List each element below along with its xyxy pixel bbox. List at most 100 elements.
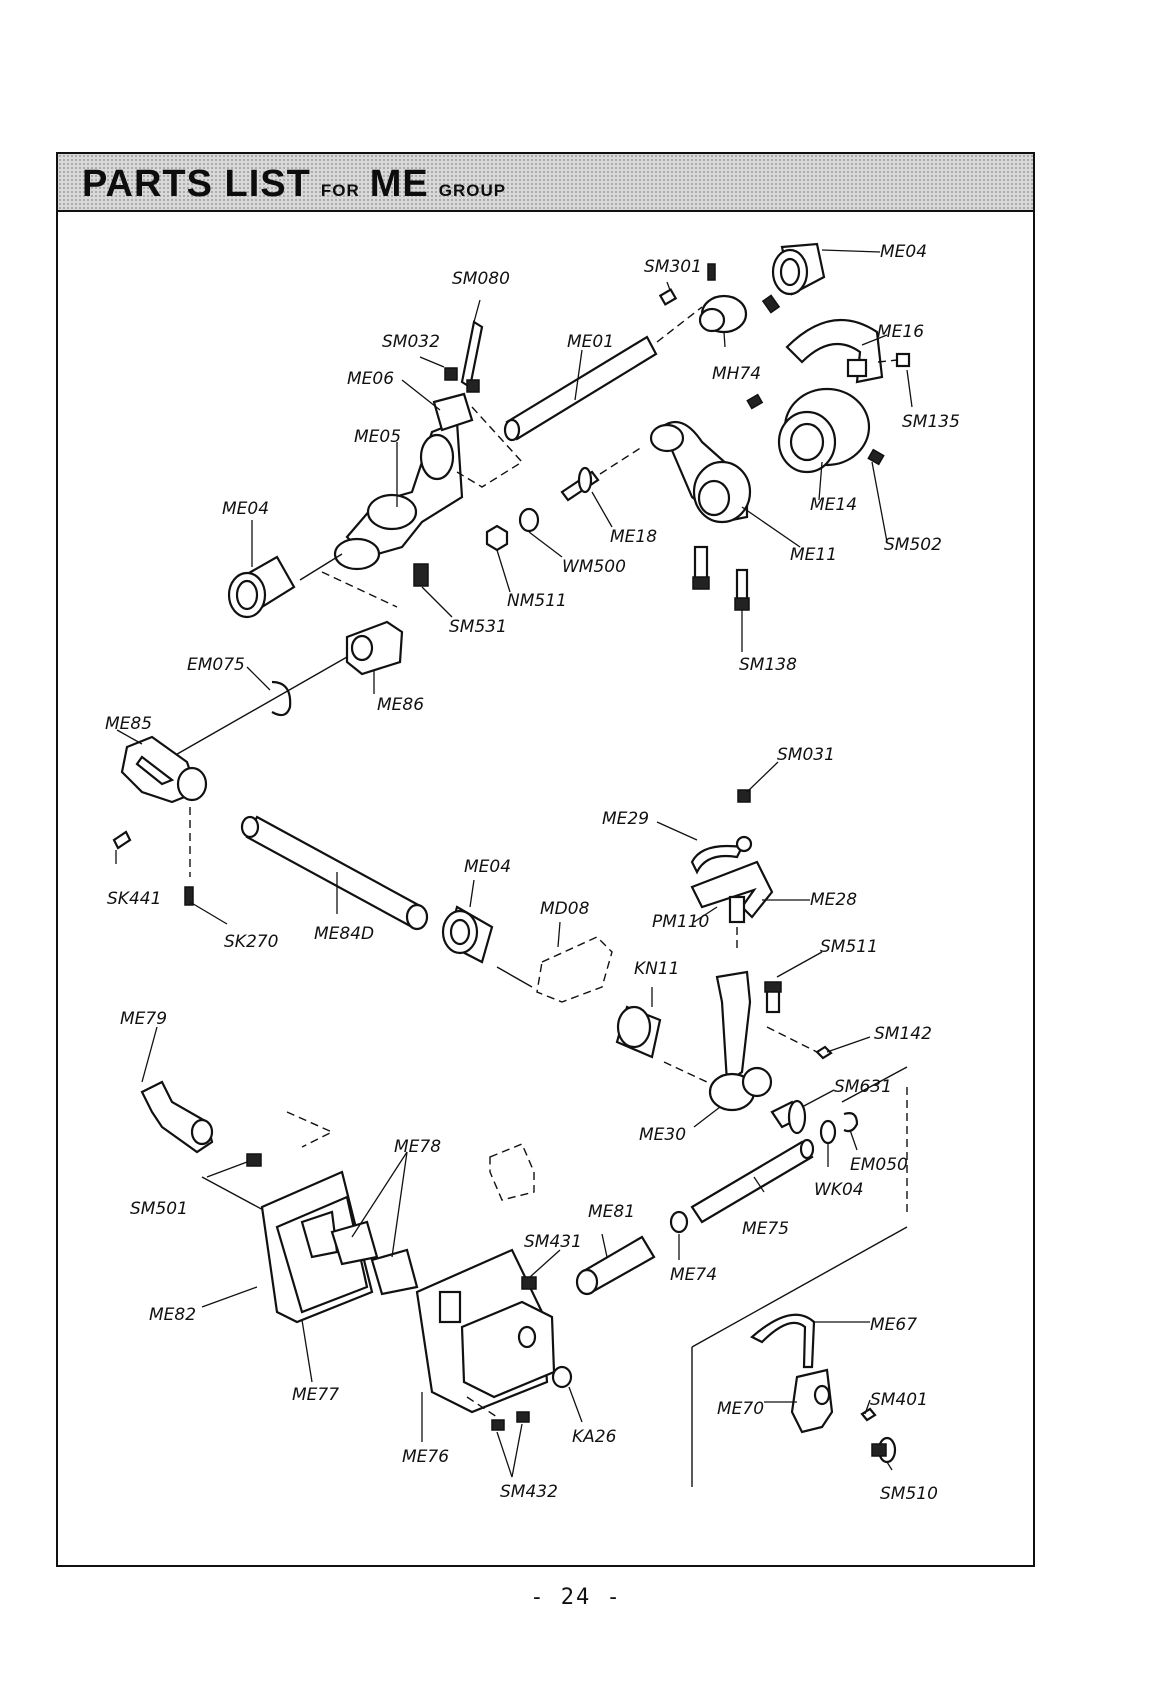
screw-sm511 — [764, 981, 782, 1014]
leader-lines — [115, 249, 913, 1478]
label-me77: ME77 — [292, 1385, 339, 1405]
shaft-me84d — [240, 815, 429, 931]
bracket-dashed — [489, 1143, 535, 1201]
screw-sm510 — [871, 1436, 897, 1464]
label-sm431: SM431 — [524, 1232, 582, 1252]
label-sm080: SM080 — [452, 269, 510, 289]
plate-me77-me82 — [260, 1170, 374, 1324]
label-sk270: SK270 — [224, 932, 278, 952]
arm-me05 — [333, 420, 464, 571]
clamp-me16 — [785, 318, 884, 384]
label-sm138: SM138 — [739, 655, 797, 675]
part-labels: SM080 SM301 ME04 SM032 ME01 ME16 ME06 MH… — [105, 242, 960, 1504]
screws-sm432 — [466, 1396, 530, 1431]
label-sm031: SM031 — [777, 745, 835, 765]
label-me04-top: ME04 — [880, 242, 927, 262]
label-me29: ME29 — [602, 809, 649, 829]
label-me78: ME78 — [394, 1137, 441, 1157]
block-me86 — [345, 620, 404, 676]
crank-me11 — [649, 420, 752, 524]
screw-sm631 — [770, 1099, 807, 1135]
label-me82: ME82 — [149, 1305, 196, 1325]
label-nm511: NM511 — [507, 591, 567, 611]
pin-me18 — [560, 446, 643, 502]
label-me79: ME79 — [120, 1009, 167, 1029]
screw-sm431 — [521, 1276, 537, 1290]
label-sm032: SM032 — [382, 332, 440, 352]
label-me04-mid: ME04 — [464, 857, 511, 877]
label-me86: ME86 — [377, 695, 424, 715]
label-sm401: SM401 — [870, 1390, 928, 1410]
label-mh74: MH74 — [712, 364, 761, 384]
label-wk04: WK04 — [814, 1180, 864, 1200]
title-word-parts-list: PARTS LIST — [82, 163, 311, 205]
lever-me85 — [120, 735, 208, 804]
label-sm510: SM510 — [880, 1484, 938, 1504]
e-ring-em050 — [843, 1112, 859, 1133]
label-sm531: SM531 — [449, 617, 507, 637]
label-me30: ME30 — [639, 1125, 686, 1145]
label-me76: ME76 — [402, 1447, 449, 1467]
label-me81: ME81 — [588, 1202, 635, 1222]
set-screw-sk270 — [184, 886, 194, 906]
screw-sm301 — [658, 263, 716, 306]
hook-me67 — [750, 1313, 816, 1369]
bushing-kn11 — [615, 1005, 662, 1059]
label-me84d: ME84D — [314, 924, 374, 944]
label-sm432: SM432 — [500, 1482, 558, 1502]
screw-me11-bottom — [692, 545, 710, 590]
nut-nm511 — [485, 524, 509, 552]
label-kn11: KN11 — [634, 959, 680, 979]
hook-me29 — [690, 835, 753, 875]
guide-me28 — [690, 860, 774, 924]
label-me75: ME75 — [742, 1219, 789, 1239]
screw-sm138 — [734, 568, 750, 611]
page-title: PARTS LIST FOR ME GROUP — [82, 160, 506, 206]
bushing-me04-top — [771, 242, 826, 296]
label-me74: ME74 — [670, 1265, 717, 1285]
label-me11: ME11 — [790, 545, 837, 565]
label-me67: ME67 — [870, 1315, 917, 1335]
title-bar: PARTS LIST FOR ME GROUP — [58, 154, 1033, 212]
screw-sm401 — [860, 1407, 877, 1422]
e-ring-em075 — [271, 680, 292, 717]
cap-ka26 — [551, 1365, 573, 1389]
part-md08-dashed — [536, 936, 613, 1003]
label-sm301: SM301 — [644, 257, 702, 277]
label-me14: ME14 — [810, 495, 857, 515]
label-me70: ME70 — [717, 1399, 764, 1419]
label-md08: MD08 — [540, 899, 590, 919]
label-em050: EM050 — [850, 1155, 908, 1175]
collar-me14 — [777, 387, 871, 474]
label-me05: ME05 — [354, 427, 401, 447]
label-me85: ME85 — [105, 714, 152, 734]
label-sk441: SK441 — [107, 889, 161, 909]
label-me04-left: ME04 — [222, 499, 269, 519]
shaft-me75 — [690, 1138, 815, 1224]
washer-me74 — [669, 1210, 689, 1234]
label-me01: ME01 — [567, 332, 614, 352]
label-me28: ME28 — [810, 890, 857, 910]
title-word-for: FOR — [320, 181, 360, 200]
label-me18: ME18 — [610, 527, 657, 547]
screw-sm031 — [737, 789, 751, 803]
title-word-group: GROUP — [438, 181, 507, 200]
label-sm511: SM511 — [820, 937, 878, 957]
label-em075: EM075 — [187, 655, 245, 675]
label-sm135: SM135 — [902, 412, 960, 432]
label-sm142: SM142 — [874, 1024, 932, 1044]
block-me76 — [460, 1300, 556, 1399]
screw-sm080 — [460, 320, 484, 389]
bushing-me04-left — [227, 555, 296, 619]
wrench-me79 — [140, 1080, 214, 1154]
holder-me70 — [790, 1368, 834, 1434]
screws-sm032 — [444, 367, 480, 393]
label-me16: ME16 — [877, 322, 924, 342]
label-ka26: KA26 — [572, 1427, 617, 1447]
exploded-parts-diagram: SM080 SM301 ME04 SM032 ME01 ME16 ME06 MH… — [105, 242, 960, 1504]
collar-mh74 — [698, 294, 748, 334]
screw-sm142 — [815, 1045, 833, 1060]
washer-wk04 — [819, 1119, 837, 1145]
sleeve-me81 — [575, 1235, 656, 1296]
label-sm502: SM502 — [884, 535, 942, 555]
